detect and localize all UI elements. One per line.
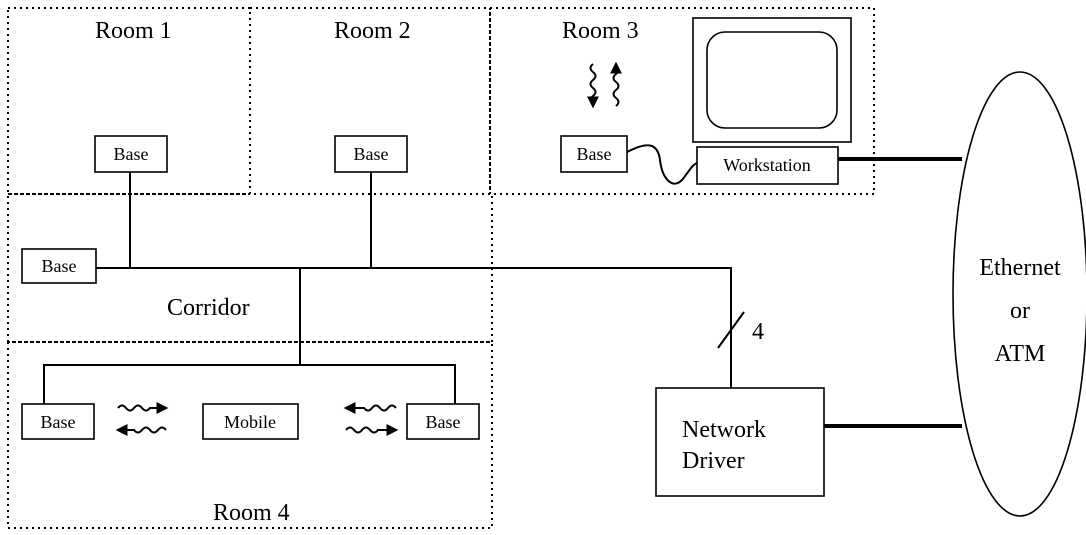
room-2-label: Room 2	[334, 18, 411, 44]
wire-base-workstation	[626, 144, 698, 185]
network-driver-node: Network Driver	[655, 387, 825, 497]
node-label: Base	[354, 144, 389, 164]
room2-base-node: Base	[334, 135, 408, 173]
backbone-network: Ethernet or ATM	[952, 71, 1086, 517]
node-label: Base	[577, 144, 612, 164]
room-1-label: Room 1	[95, 18, 172, 44]
room-1-boundary	[7, 7, 251, 195]
node-label: Base	[41, 412, 76, 432]
backbone-label: ATM	[995, 341, 1046, 367]
wireless-signal-icon	[610, 61, 622, 107]
node-label: Workstation	[723, 155, 811, 175]
mobile-node: Mobile	[202, 403, 299, 440]
monitor-screen	[706, 31, 838, 129]
node-label: Driver	[682, 448, 745, 474]
room-4-boundary	[7, 341, 493, 529]
room1-base-node: Base	[94, 135, 168, 173]
backbone-label: Ethernet	[979, 255, 1061, 281]
link-count-label: 4	[752, 319, 764, 345]
node-label: Base	[426, 412, 461, 432]
room-3-label: Room 3	[562, 18, 639, 44]
wireless-signal-icon	[587, 63, 599, 109]
node-label: Mobile	[224, 412, 276, 432]
room-3-boundary	[489, 7, 875, 195]
backbone-label: or	[1010, 298, 1030, 324]
wireless-signal-icon	[345, 424, 399, 436]
wireless-signal-icon	[117, 402, 169, 414]
corridor-label: Corridor	[167, 295, 250, 321]
node-label: Base	[42, 256, 77, 276]
corridor-base-node: Base	[21, 248, 97, 284]
wire-room4-bus	[43, 364, 456, 404]
wireless-signal-icon	[115, 424, 167, 436]
link-count-slash	[717, 311, 745, 349]
room4-right-base-node: Base	[406, 403, 480, 440]
room3-base-node: Base	[560, 135, 628, 173]
workstation-node: Workstation	[696, 146, 839, 185]
monitor-frame	[692, 17, 852, 143]
wireless-signal-icon	[343, 402, 397, 414]
wire-corridor-bus	[96, 267, 732, 388]
room-4-label: Room 4	[213, 500, 290, 526]
room4-left-base-node: Base	[21, 403, 95, 440]
node-label: Base	[114, 144, 149, 164]
node-label: Network	[682, 417, 766, 443]
